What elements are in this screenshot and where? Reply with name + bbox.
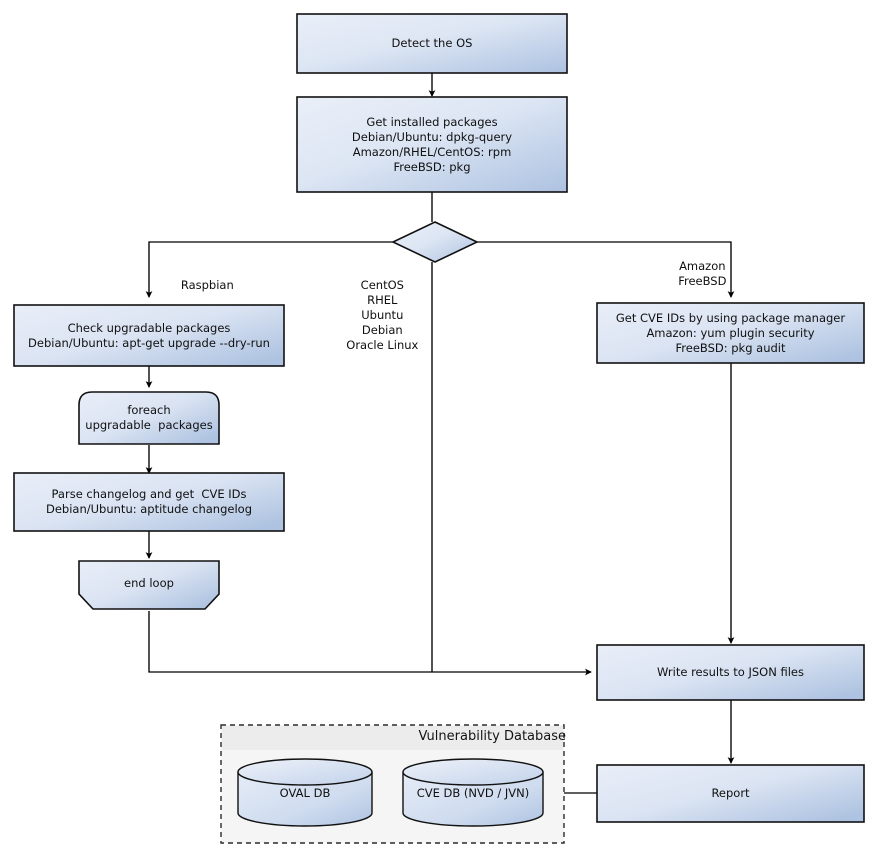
centos-line-4: Debian (361, 323, 403, 337)
db-oval-label: OVAL DB (279, 786, 331, 800)
db-oval-shape[interactable] (237, 758, 373, 827)
node-end-loop-shape[interactable] (78, 560, 220, 610)
node-parse-changelog-shape[interactable] (13, 472, 285, 532)
node-foreach-shape[interactable] (78, 391, 220, 445)
node-get-cve-ids-shape[interactable] (596, 302, 865, 364)
edge-label-centos-list: CentOS RHEL Ubuntu Debian Oracle Linux (320, 263, 430, 368)
node-detect-os-shape[interactable] (296, 13, 568, 74)
centos-line-2: RHEL (367, 293, 398, 307)
node-get-installed-packages-shape[interactable] (296, 96, 568, 193)
amazon-line-1: Amazon (679, 259, 726, 273)
edge-label-amazon-freebsd: Amazon FreeBSD (640, 244, 750, 304)
centos-line-3: Ubuntu (361, 308, 404, 322)
edge-label-raspbian: Raspbian (145, 263, 255, 308)
edge-decision-to-raspbian (145, 241, 393, 298)
node-check-upgradable-shape[interactable] (13, 304, 285, 367)
db-cve-label: CVE DB (NVD / JVN) (416, 786, 530, 800)
node-os-decision-shape[interactable] (391, 221, 479, 263)
edge-decision-to-cve-ids (477, 241, 735, 298)
amazon-line-2: FreeBSD (678, 274, 727, 288)
node-write-results-shape[interactable] (596, 644, 865, 701)
node-report-shape[interactable] (596, 764, 865, 823)
edge-endloop-to-write-results (148, 611, 592, 676)
db-cve-shape[interactable] (402, 758, 544, 827)
centos-line-5: Oracle Linux (346, 338, 419, 352)
raspbian-line-1: Raspbian (180, 278, 234, 292)
centos-line-1: CentOS (360, 278, 404, 292)
vulnerability-database-title: Vulnerability Database (418, 729, 566, 744)
group-header-band (222, 726, 563, 750)
